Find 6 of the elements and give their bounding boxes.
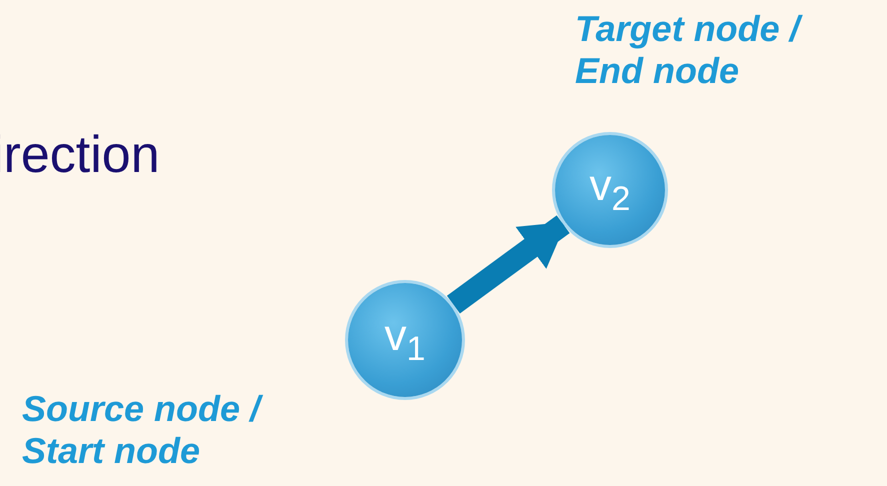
node-caption: Target node / End node <box>575 8 865 92</box>
arrow <box>446 215 570 314</box>
node-label: v$_{1}$ <box>384 314 426 366</box>
heading-text: irection <box>0 125 160 185</box>
node-caption: Source node / Start node <box>22 388 352 472</box>
node-label: v$_{2}$ <box>590 164 630 216</box>
